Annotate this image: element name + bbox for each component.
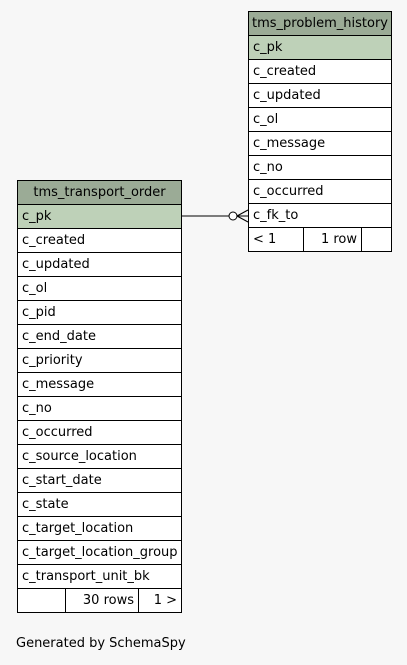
- column-c-start-date[interactable]: c_start_date: [18, 469, 181, 493]
- table-header[interactable]: tms_problem_history: [249, 12, 391, 36]
- column-c-pk[interactable]: c_pk: [18, 205, 181, 229]
- row-count: 1 row: [304, 228, 362, 251]
- column-c-target-location-group[interactable]: c_target_location_group: [18, 541, 181, 565]
- row-count: 30 rows: [66, 589, 139, 612]
- column-c-transport-unit-bk[interactable]: c_transport_unit_bk: [18, 565, 181, 589]
- column-c-pid[interactable]: c_pid: [18, 301, 181, 325]
- table-footer: 30 rows 1 >: [18, 589, 181, 612]
- column-c-no[interactable]: c_no: [18, 397, 181, 421]
- table-footer: < 1 1 row: [249, 228, 391, 251]
- table-tms-problem-history[interactable]: tms_problem_history c_pk c_created c_upd…: [248, 11, 392, 252]
- column-c-ol[interactable]: c_ol: [249, 108, 391, 132]
- column-c-message[interactable]: c_message: [249, 132, 391, 156]
- column-c-ol[interactable]: c_ol: [18, 277, 181, 301]
- children-count[interactable]: 1 >: [153, 593, 177, 608]
- column-c-state[interactable]: c_state: [18, 493, 181, 517]
- column-c-source-location[interactable]: c_source_location: [18, 445, 181, 469]
- column-c-target-location[interactable]: c_target_location: [18, 517, 181, 541]
- column-c-end-date[interactable]: c_end_date: [18, 325, 181, 349]
- crows-foot-upper: [236, 209, 249, 217]
- column-c-occurred[interactable]: c_occurred: [249, 180, 391, 204]
- parents-count[interactable]: < 1: [249, 228, 304, 251]
- table-tms-transport-order[interactable]: tms_transport_order c_pk c_created c_upd…: [17, 180, 182, 613]
- column-c-fk-to[interactable]: c_fk_to: [249, 204, 391, 228]
- column-c-message[interactable]: c_message: [18, 373, 181, 397]
- column-c-no[interactable]: c_no: [249, 156, 391, 180]
- column-c-created[interactable]: c_created: [249, 60, 391, 84]
- children-count: [362, 228, 391, 251]
- column-c-pk[interactable]: c_pk: [249, 36, 391, 60]
- crows-foot-lower: [236, 215, 249, 223]
- column-c-priority[interactable]: c_priority: [18, 349, 181, 373]
- parents-count: [18, 589, 66, 612]
- column-c-updated[interactable]: c_updated: [249, 84, 391, 108]
- column-c-created[interactable]: c_created: [18, 229, 181, 253]
- generated-by-note: Generated by SchemaSpy: [16, 636, 186, 651]
- zero-optionality-circle: [228, 211, 238, 221]
- table-header[interactable]: tms_transport_order: [18, 181, 181, 205]
- column-c-occurred[interactable]: c_occurred: [18, 421, 181, 445]
- column-c-updated[interactable]: c_updated: [18, 253, 181, 277]
